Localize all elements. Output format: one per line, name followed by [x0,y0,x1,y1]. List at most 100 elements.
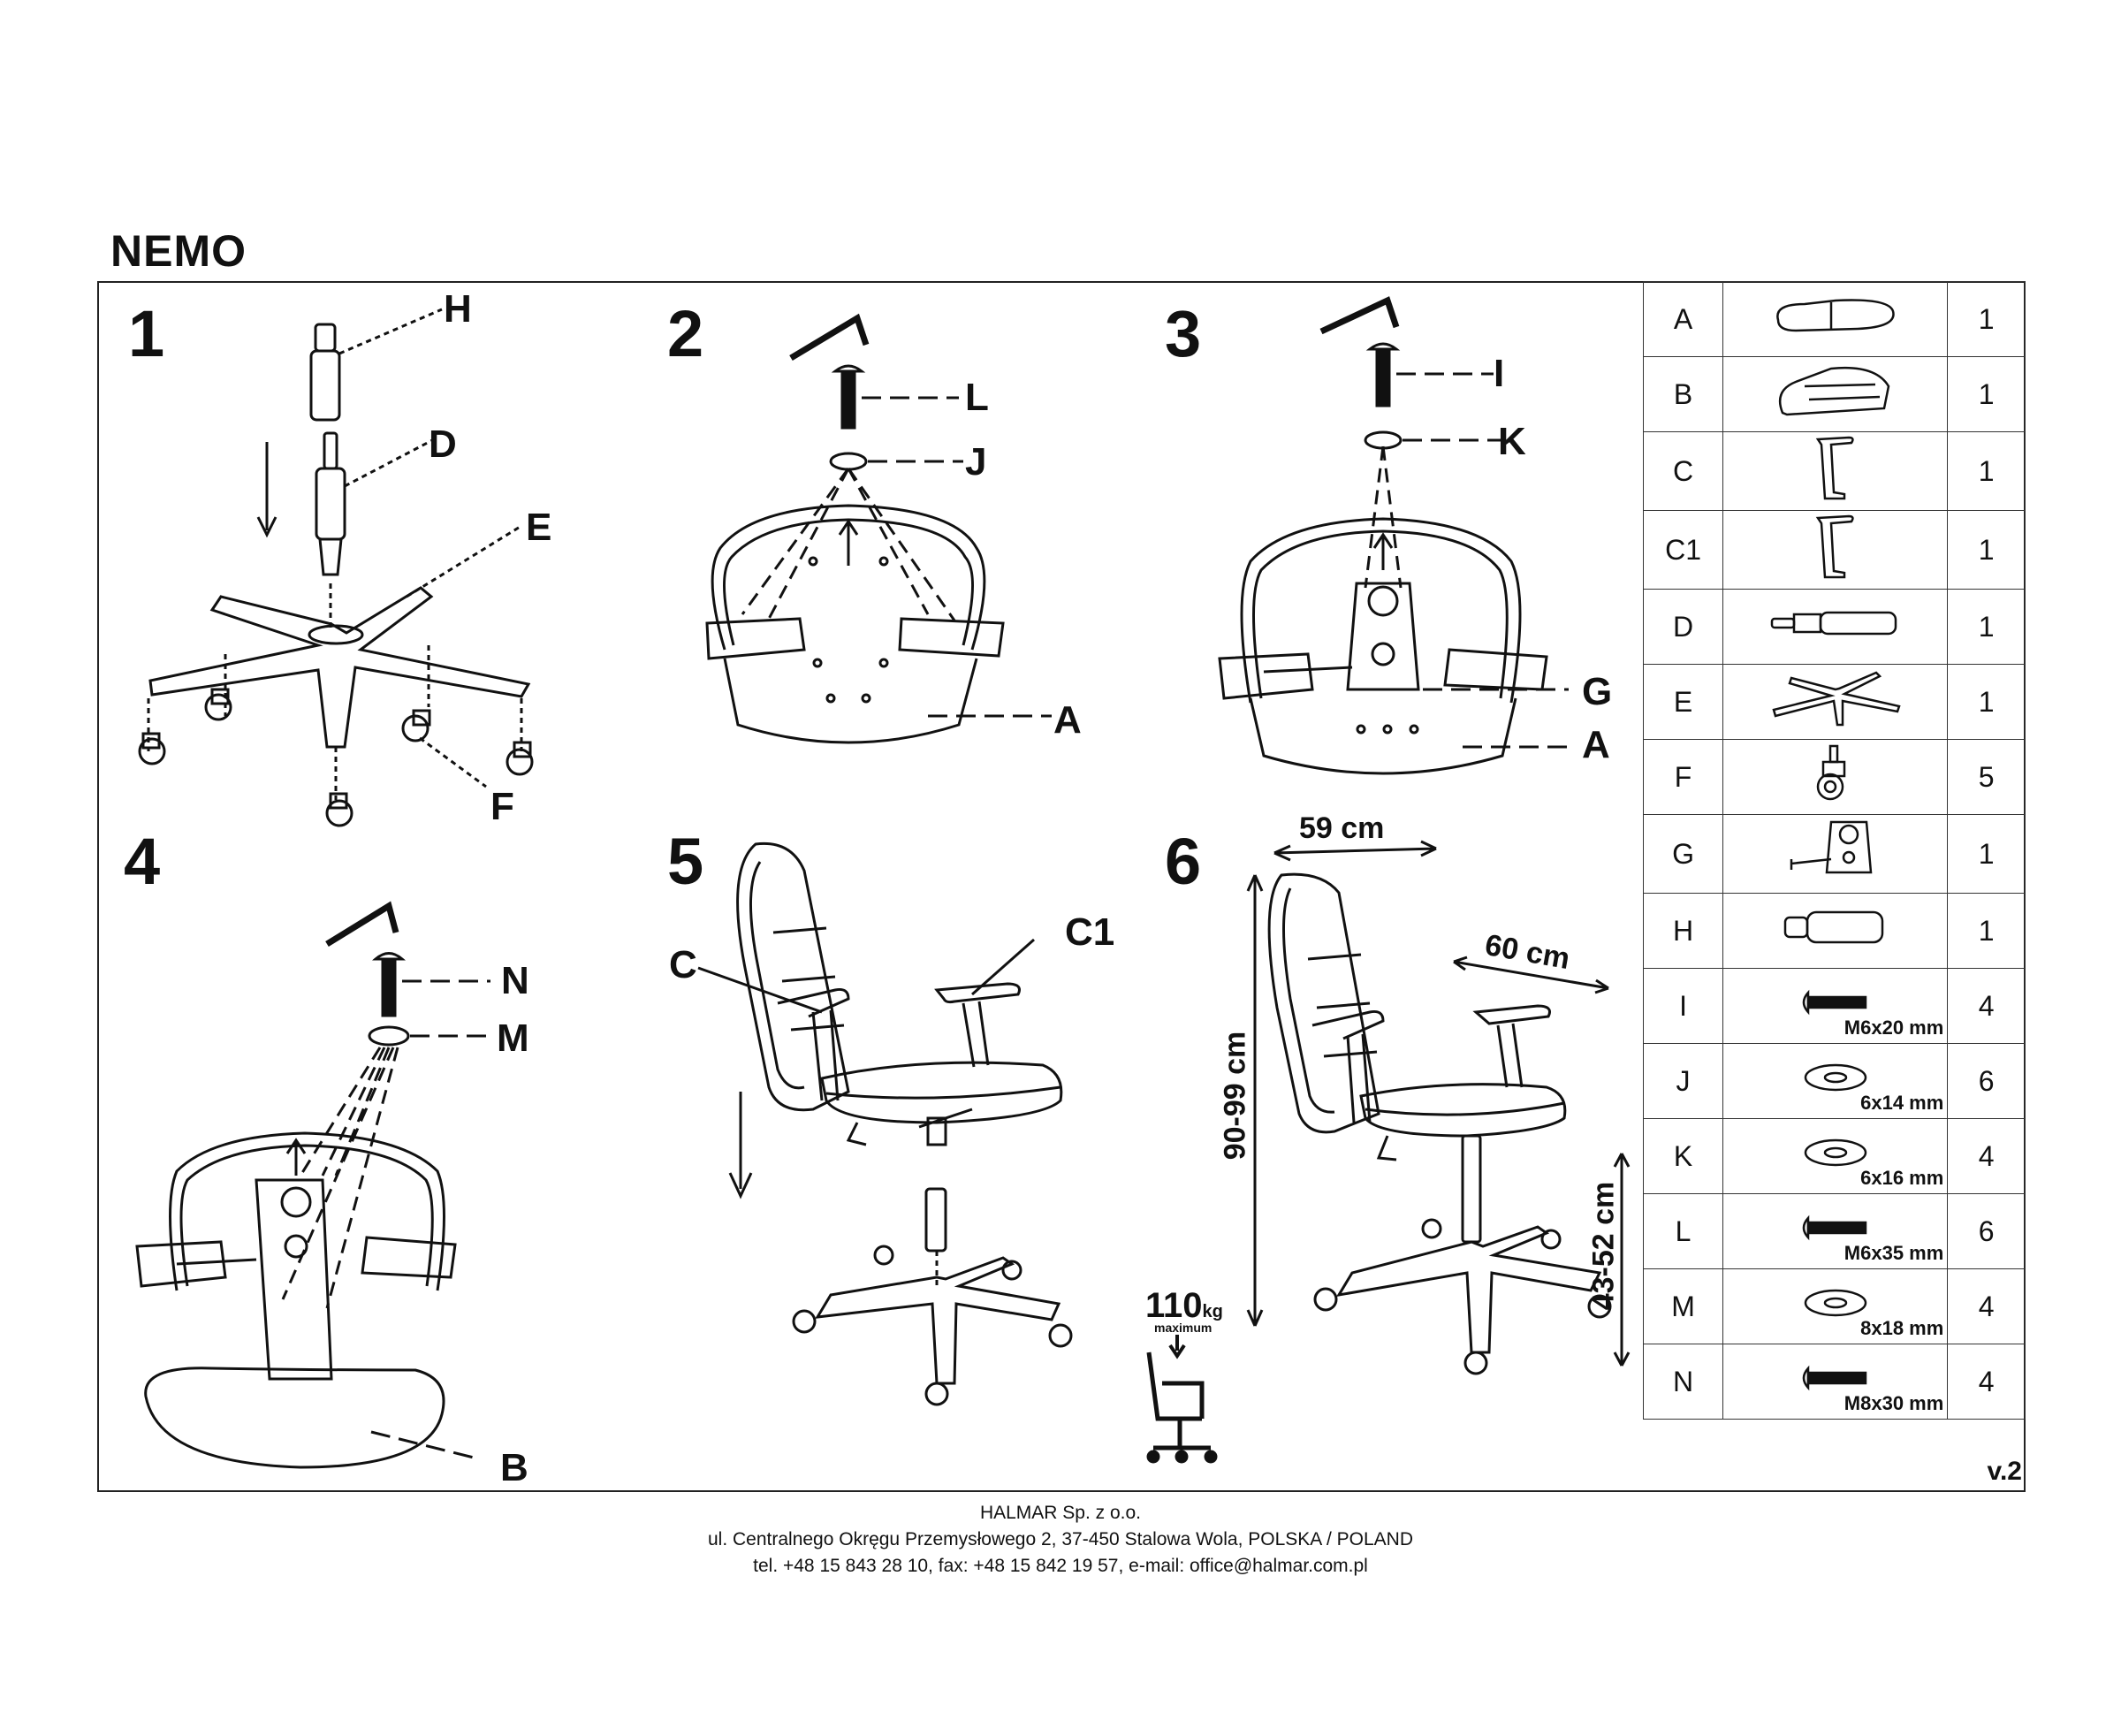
max-load-unit: kg [1202,1302,1223,1321]
step-1-number: 1 [128,297,165,370]
step-4-label-b: B [500,1446,528,1489]
dimension-width: 59 cm [1299,811,1385,845]
part-illustration [1722,356,1949,432]
part-quantity: 6 [1947,1193,2026,1269]
part-code: B [1642,356,1724,432]
bolt-icon [1796,1214,1875,1247]
part-illustration [1722,664,1949,740]
part-illustration [1722,739,1949,815]
armrest-icon [1809,436,1862,509]
step-5-label-c1: C1 [1065,910,1115,954]
step-5-number: 5 [667,825,704,898]
part-code: I [1642,968,1724,1044]
step-5-illustration [672,835,1131,1419]
part-code: A [1642,281,1724,357]
gas-lift-icon [1765,611,1906,647]
step-3-label-a: A [1582,723,1610,766]
seat-icon [1769,299,1902,344]
step-2-label-a: A [1053,698,1082,742]
step-4-label-m: M [497,1016,529,1060]
step-3-illustration [1197,296,1622,791]
version-label: v.2 [1987,1457,2022,1486]
star-base-icon [1765,671,1906,735]
part-spec: M6x20 mm [1844,1016,1944,1039]
step-1-illustration [115,292,574,840]
part-illustration: 8x18 mm [1722,1268,1949,1344]
step-3-number: 3 [1165,297,1202,370]
part-code: J [1642,1043,1724,1119]
step-5-label-c: C [669,943,697,986]
footer-address: ul. Centralnego Okręgu Przemysłowego 2, … [707,1529,1413,1549]
part-code: M [1642,1268,1724,1344]
part-quantity: 1 [1947,814,2026,894]
part-code: H [1642,893,1724,969]
bolt-icon [1796,1365,1875,1397]
washer-icon [1800,1063,1871,1100]
step-1-label-d: D [429,423,457,466]
part-code: K [1642,1118,1724,1194]
step-4-number: 4 [124,825,161,898]
chair-load-icon [1140,1335,1228,1467]
washer-icon [1800,1138,1871,1175]
washer-icon [1800,1289,1871,1325]
part-illustration: M6x35 mm [1722,1193,1949,1269]
step-3-label-k: K [1498,420,1526,463]
max-load-note: maximum [1154,1321,1213,1335]
part-quantity: 6 [1947,1043,2026,1119]
part-quantity: 1 [1947,510,2026,590]
seat-cover-icon [1769,367,1902,428]
step-4-illustration [124,884,583,1485]
part-code: L [1642,1193,1724,1269]
part-code: C [1642,431,1724,511]
step-1-label-h: H [444,287,472,331]
part-code: E [1642,664,1724,740]
max-load-badge: 110kg maximum [1145,1286,1223,1335]
part-quantity: 5 [1947,739,2026,815]
cover-tube-icon [1778,910,1893,956]
dimension-height: 90-99 cm [1218,1031,1252,1161]
parts-row: C1 1 [1642,510,2026,590]
part-code: C1 [1642,510,1724,590]
part-quantity: 4 [1947,1344,2026,1420]
dimension-seat-height: 43-52 cm [1586,1181,1621,1311]
bolt-icon [1796,989,1875,1022]
armrest-icon [1809,514,1862,588]
part-quantity: 1 [1947,281,2026,357]
part-quantity: 1 [1947,431,2026,511]
part-code: N [1642,1344,1724,1420]
part-illustration [1722,893,1949,969]
part-illustration [1722,814,1949,894]
footer-company: HALMAR Sp. z o.o. [979,1503,1142,1523]
part-quantity: 1 [1947,893,2026,969]
footer-contact: tel. +48 15 843 28 10, fax: +48 15 842 1… [753,1556,1368,1576]
step-2-label-j: J [965,440,987,483]
part-quantity: 4 [1947,968,2026,1044]
part-quantity: 4 [1947,1268,2026,1344]
step-3-label-g: G [1582,670,1613,713]
part-code: D [1642,589,1724,665]
part-illustration: 6x14 mm [1722,1043,1949,1119]
part-quantity: 1 [1947,356,2026,432]
step-4-label-n: N [501,959,529,1002]
step-2-label-l: L [965,376,989,419]
step-1-label-f: F [490,785,514,828]
part-spec: M8x30 mm [1844,1392,1944,1414]
caster-icon [1809,744,1862,811]
part-illustration [1722,589,1949,665]
part-illustration: M6x20 mm [1722,968,1949,1044]
document-title: NEMO [110,226,247,276]
step-6-number: 6 [1165,825,1202,898]
part-illustration: 6x16 mm [1722,1118,1949,1194]
part-illustration [1722,510,1949,590]
part-spec: 6x14 mm [1860,1092,1944,1114]
